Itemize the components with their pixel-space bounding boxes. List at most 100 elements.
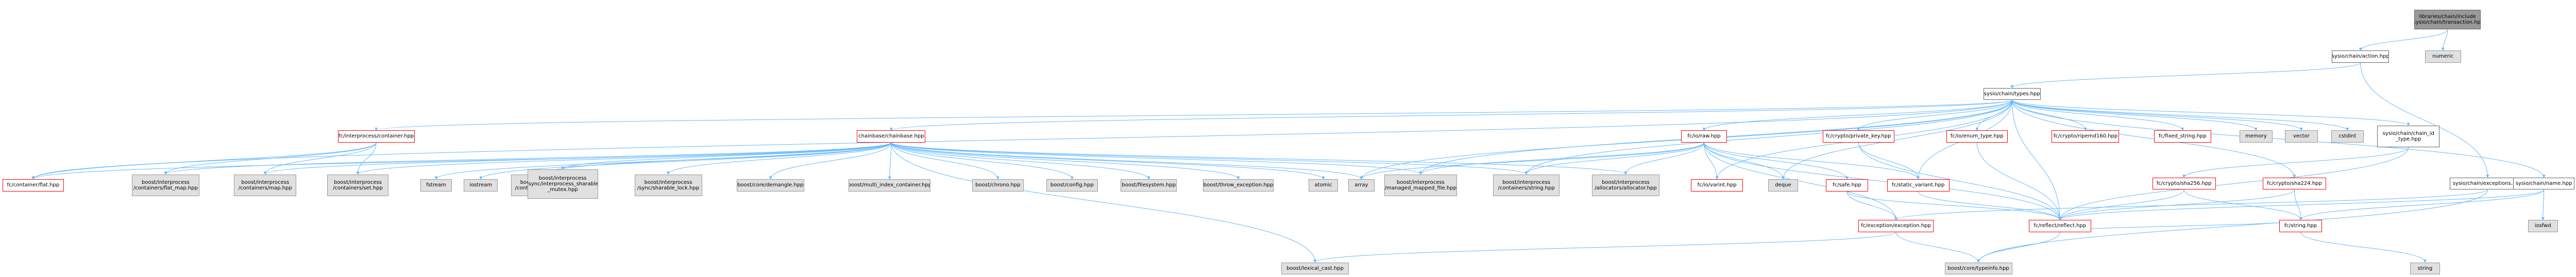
- node-fc-fixed-string[interactable]: fc/fixed_string.hpp: [2154, 130, 2211, 143]
- node-boost-chrono[interactable]: boost/chrono.hpp: [972, 179, 1024, 192]
- node-name[interactable]: sysio/chain/name.hpp: [2513, 177, 2575, 190]
- edge-types-to-chain-id-type: [2011, 99, 2410, 126]
- edge-types-to-fc-private-key: [1857, 100, 2012, 131]
- node-array[interactable]: array: [1348, 179, 1375, 192]
- node-fc-string[interactable]: fc/string.hpp: [2279, 220, 2323, 232]
- node-boost-ipc-sharable-mutex[interactable]: boost/interprocess /sync/interprocess_sh…: [527, 169, 598, 199]
- edge-chainbase-to-boost-ipc-allocator: [891, 142, 1628, 175]
- node-memory[interactable]: memory: [2240, 130, 2273, 143]
- edge-types-to-fc-ipc-container: [375, 99, 2012, 131]
- node-boost-lexical-cast[interactable]: boost/lexical_cast.hpp: [1281, 262, 1349, 274]
- edge-types-to-fc-sha224: [2011, 100, 2296, 178]
- edge-types-to-vector: [2011, 99, 2303, 131]
- node-action[interactable]: sysio/chain/action.hpp: [2332, 50, 2389, 63]
- node-boost-multi-index[interactable]: boost/multi_index_container.hpp: [849, 179, 931, 192]
- edge-chainbase-to-iostream: [479, 142, 892, 180]
- node-deque[interactable]: deque: [1768, 179, 1798, 192]
- edge-chainbase-to-array: [891, 142, 1363, 180]
- node-fc-ripemd160[interactable]: fc/crypto/ripemd160.hpp: [2052, 130, 2120, 143]
- edge-chainbase-to-boost-throw-exception: [891, 142, 1240, 180]
- edge-name-to-fc-reflect: [2058, 189, 2545, 220]
- node-atomic[interactable]: atomic: [1308, 179, 1338, 192]
- edge-fc-string-to-string: [2300, 232, 2427, 263]
- node-fc-io-varint[interactable]: fc/io/varint.hpp: [1690, 179, 1743, 192]
- node-cstdint[interactable]: cstdint: [2331, 130, 2364, 143]
- edge-types-to-fc-io-raw: [1702, 99, 2012, 131]
- edge-chainbase-to-boost-demangle: [769, 142, 892, 180]
- node-boost-throw-exception[interactable]: boost/throw_exception.hpp: [1203, 179, 1274, 192]
- edge-chainbase-to-boost-ipc-sharable-mutex: [561, 142, 892, 170]
- edge-chainbase-to-boost-multi-index: [888, 142, 892, 180]
- node-fc-io-raw[interactable]: fc/io/raw.hpp: [1681, 130, 1727, 143]
- node-boost-ipc-sharable-lock[interactable]: boost/interprocess /sync/sharable_lock.h…: [634, 174, 702, 196]
- edge-chainbase-to-boost-ipc-flat-map: [164, 142, 892, 175]
- node-fc-private-key[interactable]: fc/crypto/private_key.hpp: [1822, 130, 1894, 143]
- node-fc-safe[interactable]: fc/safe.hpp: [1826, 179, 1868, 192]
- node-fc-static-variant[interactable]: fc/static_variant.hpp: [1887, 179, 1950, 192]
- edge-chainbase-to-boost-ipc-set: [356, 142, 892, 175]
- edge-fc-ipc-container-to-fc-flat: [31, 142, 377, 180]
- edge-fc-io-raw-to-fc-static-variant: [1703, 142, 1920, 180]
- node-vector[interactable]: vector: [2285, 130, 2318, 143]
- edge-types-to-boost-ipc-string: [1524, 100, 2012, 175]
- edge-chainbase-to-boost-ipc-string: [891, 142, 1528, 175]
- edge-fc-sha224-to-fc-reflect: [2058, 189, 2295, 220]
- edge-types-to-fc-fixed-string: [2011, 100, 2184, 131]
- edge-fc-io-raw-to-array: [1360, 142, 1704, 180]
- edge-fc-io-raw-to-fc-safe: [1703, 142, 1849, 180]
- node-boost-demangle[interactable]: boost/core/demangle.hpp: [736, 179, 804, 192]
- node-boost-ipc-flat-map[interactable]: boost/interprocess /containers/flat_map.…: [131, 174, 199, 196]
- node-boost-ipc-managed-mapped-file[interactable]: boost/interprocess /managed_mapped_file.…: [1384, 174, 1457, 196]
- node-fstream[interactable]: fstream: [420, 179, 452, 192]
- node-iosfwd[interactable]: iosfwd: [2528, 220, 2558, 232]
- node-fc-flat[interactable]: fc/container/flat.hpp: [2, 179, 64, 192]
- node-types[interactable]: sysio/chain/types.hpp: [1983, 88, 2041, 100]
- edge-chain-id-type-to-fc-sha256: [2182, 147, 2409, 178]
- edge-chainbase-to-boost-chrono: [891, 142, 999, 180]
- node-boost-typeinfo[interactable]: boost/core/typeinfo.hpp: [1944, 262, 2012, 274]
- edge-fc-private-key-to-fc-static-variant: [1858, 142, 1920, 180]
- node-boost-ipc-string[interactable]: boost/interprocess /containers/string.hp…: [1493, 174, 1560, 196]
- edge-action-to-exceptions: [2360, 62, 2489, 178]
- edge-fc-sha256-to-fc-reflect: [2058, 189, 2184, 220]
- edge-chainbase-to-boost-filesystem: [891, 142, 1150, 180]
- edge-chainbase-to-boost-ipc-managed-mapped-file: [891, 142, 1422, 175]
- edge-fc-exception-to-boost-lexical-cast: [1313, 232, 1896, 263]
- node-fc-exception[interactable]: fc/exception/exception.hpp: [1858, 220, 1934, 232]
- node-chain-id-type[interactable]: sysio/chain/chain_id _type.hpp: [2377, 125, 2440, 147]
- edge-fc-io-raw-to-fc-reflect: [1703, 142, 2062, 220]
- node-chainbase[interactable]: chainbase/chainbase.hpp: [857, 130, 926, 143]
- edge-types-to-fc-reflect: [2011, 100, 2062, 220]
- node-numeric[interactable]: numeric: [2425, 50, 2461, 63]
- edge-chainbase-to-boost-config: [891, 142, 1074, 180]
- node-boost-config[interactable]: boost/config.hpp: [1046, 179, 1098, 192]
- edge-fc-io-raw-to-boost-ipc-allocator: [1624, 142, 1704, 175]
- node-string[interactable]: string: [2410, 262, 2440, 274]
- node-iostream[interactable]: iostream: [464, 179, 498, 192]
- edge-fc-ipc-container-to-boost-ipc-map: [263, 142, 377, 175]
- edge-types-to-cstdint: [2011, 99, 2349, 131]
- edge-types-to-deque: [1782, 100, 2012, 180]
- node-boost-ipc-map[interactable]: boost/interprocess /containers/map.hpp: [234, 174, 297, 196]
- edge-types-to-chainbase: [890, 99, 2012, 131]
- node-boost-filesystem[interactable]: boost/filesystem.hpp: [1121, 179, 1177, 192]
- node-boost-ipc-allocator[interactable]: boost/interprocess /allocators/allocator…: [1591, 174, 1660, 196]
- node-fc-reflect[interactable]: fc/reflect/reflect.hpp: [2028, 220, 2091, 232]
- edge-fc-reflect-to-boost-typeinfo: [1977, 232, 2060, 263]
- edge-action-to-types: [2010, 62, 2361, 89]
- node-boost-ipc-set[interactable]: boost/interprocess /containers/set.hpp: [327, 174, 389, 196]
- node-fc-sha256[interactable]: fc/crypto/sha256.hpp: [2152, 177, 2216, 190]
- edge-fc-exception-to-boost-typeinfo: [1895, 232, 1980, 263]
- edge-fc-io-raw-to-fc-io-varint: [1703, 142, 1719, 180]
- node-fc-enum-type[interactable]: fc/io/enum_type.hpp: [1946, 130, 2008, 143]
- node-root[interactable]: libraries/chain/include /sysio/chain/tra…: [2414, 9, 2481, 30]
- edge-chainbase-to-boost-ipc-sharable-lock: [667, 142, 892, 175]
- node-fc-ipc-container[interactable]: fc/interprocess/container.hpp: [337, 130, 415, 143]
- edge-fc-private-key-to-fc-reflect: [1858, 142, 2062, 220]
- edge-chainbase-to-boost-lexical-cast: [891, 142, 1317, 263]
- edge-chainbase-to-boost-ipc-map: [264, 142, 892, 175]
- edge-fc-io-raw-to-boost-ipc-managed-mapped-file: [1419, 142, 1704, 175]
- node-fc-sha224[interactable]: fc/crypto/sha224.hpp: [2262, 177, 2326, 190]
